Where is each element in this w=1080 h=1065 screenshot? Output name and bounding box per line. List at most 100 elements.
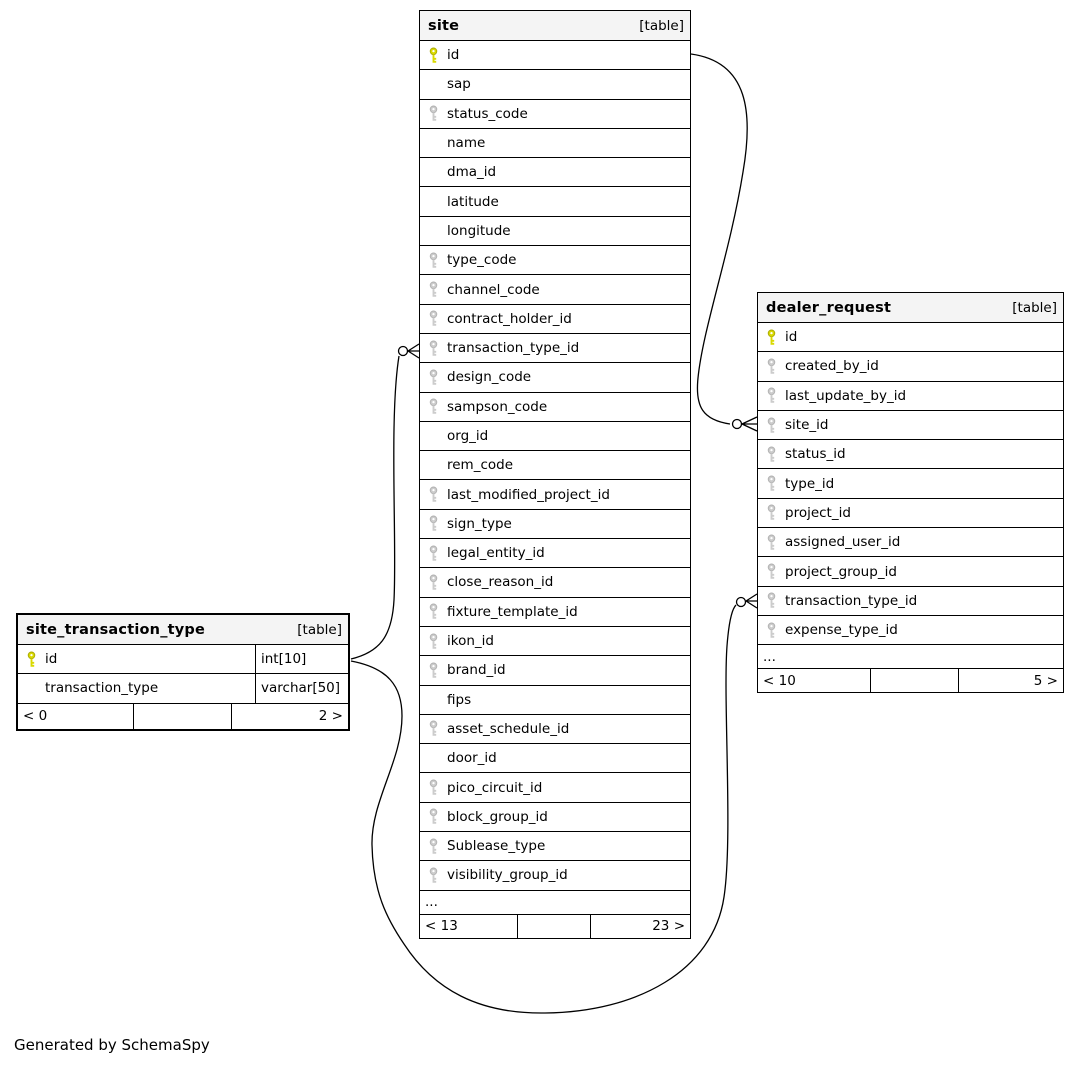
foreign-key-icon bbox=[428, 633, 447, 650]
column-name: asset_schedule_id bbox=[447, 720, 570, 737]
column-row-created_by_id: created_by_id bbox=[758, 352, 1063, 382]
column-name: design_code bbox=[447, 369, 532, 386]
foreign-key-icon bbox=[428, 486, 447, 503]
parents-count: < 10 bbox=[763, 672, 796, 689]
foreign-key-icon bbox=[766, 534, 785, 551]
column-row-transaction_type_id: transaction_type_id bbox=[420, 333, 690, 364]
column-name: rem_code bbox=[447, 457, 514, 474]
table-header[interactable]: site_transaction_type [table] bbox=[18, 615, 348, 645]
foreign-key-icon bbox=[428, 867, 447, 884]
foreign-key-icon bbox=[766, 622, 785, 639]
foreign-key-icon bbox=[428, 105, 447, 122]
column-row-latitude: latitude bbox=[420, 187, 690, 217]
column-name: visibility_group_id bbox=[447, 867, 568, 884]
crow-foot-icon bbox=[741, 416, 758, 432]
foreign-key-icon bbox=[766, 563, 785, 580]
column-row-contract_holder_id: contract_holder_id bbox=[420, 304, 690, 334]
zero-cardinality-icon bbox=[735, 596, 747, 608]
column-row-longitude: longitude bbox=[420, 216, 690, 247]
table-header[interactable]: dealer_request [table] bbox=[758, 293, 1063, 323]
column-row-fips: fips bbox=[420, 685, 690, 715]
column-row-asset_schedule_id: asset_schedule_id bbox=[420, 714, 690, 745]
column-row-pico_circuit_id: pico_circuit_id bbox=[420, 773, 690, 803]
table-header[interactable]: site [table] bbox=[420, 11, 690, 41]
column-row-assigned_user_id: assigned_user_id bbox=[758, 528, 1063, 558]
column-name: id bbox=[45, 651, 58, 668]
foreign-key-icon bbox=[766, 387, 785, 404]
column-name: project_id bbox=[785, 504, 851, 521]
parents-count: < 0 bbox=[23, 708, 48, 725]
table-title: site_transaction_type bbox=[26, 621, 206, 638]
foreign-key-icon bbox=[428, 515, 447, 532]
column-name: created_by_id bbox=[785, 358, 879, 375]
column-row-dma_id: dma_id bbox=[420, 158, 690, 188]
table-type-badge: [table] bbox=[297, 621, 342, 638]
column-name: fips bbox=[447, 691, 472, 708]
table-title: site bbox=[428, 17, 460, 34]
primary-key-icon bbox=[26, 651, 45, 668]
column-row-status_code: status_code bbox=[420, 99, 690, 129]
column-row-channel_code: channel_code bbox=[420, 275, 690, 305]
column-name: type_code bbox=[447, 252, 517, 269]
footer-spacer bbox=[870, 669, 959, 693]
column-row-ikon_id: ikon_id bbox=[420, 626, 690, 657]
column-row-project_group_id: project_group_id bbox=[758, 557, 1063, 587]
schemaspy-credit: Generated by SchemaSpy bbox=[14, 1036, 210, 1054]
column-row-last_modified_project_id: last_modified_project_id bbox=[420, 480, 690, 510]
column-name: sign_type bbox=[447, 515, 512, 532]
foreign-key-icon bbox=[428, 603, 447, 620]
column-row-id: id int[10] bbox=[18, 645, 348, 675]
column-row-brand_id: brand_id bbox=[420, 656, 690, 686]
column-name: sampson_code bbox=[447, 398, 548, 415]
column-name: fixture_template_id bbox=[447, 603, 578, 620]
column-name: close_reason_id bbox=[447, 574, 554, 591]
foreign-key-icon bbox=[428, 779, 447, 796]
column-row-sign_type: sign_type bbox=[420, 509, 690, 540]
table-footer: < 13 23 > bbox=[420, 914, 690, 938]
column-row-legal_entity_id: legal_entity_id bbox=[420, 539, 690, 569]
column-row-project_id: project_id bbox=[758, 498, 1063, 529]
zero-cardinality-icon bbox=[397, 345, 409, 357]
column-name: last_update_by_id bbox=[785, 387, 907, 404]
primary-key-icon bbox=[428, 47, 447, 64]
foreign-key-icon bbox=[428, 838, 447, 855]
table-type-badge: [table] bbox=[639, 17, 684, 34]
foreign-key-icon bbox=[428, 310, 447, 327]
column-name: status_code bbox=[447, 105, 528, 122]
column-name: brand_id bbox=[447, 662, 506, 679]
column-row-site_id: site_id bbox=[758, 410, 1063, 441]
foreign-key-icon bbox=[766, 417, 785, 434]
column-row-id: id bbox=[420, 41, 690, 71]
column-row-expense_type_id: expense_type_id bbox=[758, 615, 1063, 646]
column-row-Sublease_type: Sublease_type bbox=[420, 832, 690, 862]
table-footer: < 10 5 > bbox=[758, 669, 1063, 693]
column-name: transaction_type_id bbox=[785, 592, 918, 609]
foreign-key-icon bbox=[766, 446, 785, 463]
column-row-sap: sap bbox=[420, 70, 690, 100]
footer-spacer bbox=[133, 703, 232, 729]
foreign-key-icon bbox=[428, 369, 447, 386]
column-row-name: name bbox=[420, 128, 690, 159]
foreign-key-icon bbox=[766, 504, 785, 521]
column-name: transaction_type_id bbox=[447, 340, 580, 357]
column-name: org_id bbox=[447, 428, 489, 444]
column-type: int[10] bbox=[255, 645, 348, 674]
hidden-columns-ellipsis: ... bbox=[420, 891, 690, 915]
column-row-design_code: design_code bbox=[420, 363, 690, 393]
column-row-last_update_by_id: last_update_by_id bbox=[758, 381, 1063, 411]
parents-count: < 13 bbox=[425, 918, 458, 935]
edge-site-id-to-dealer-request-site-id bbox=[690, 53, 758, 432]
column-name: name bbox=[447, 135, 486, 152]
foreign-key-icon bbox=[766, 592, 785, 609]
column-name: site_id bbox=[785, 417, 829, 434]
foreign-key-icon bbox=[428, 281, 447, 298]
column-row-id: id bbox=[758, 323, 1063, 353]
hidden-columns-ellipsis: ... bbox=[758, 645, 1063, 670]
foreign-key-icon bbox=[766, 358, 785, 375]
column-row-fixture_template_id: fixture_template_id bbox=[420, 597, 690, 627]
